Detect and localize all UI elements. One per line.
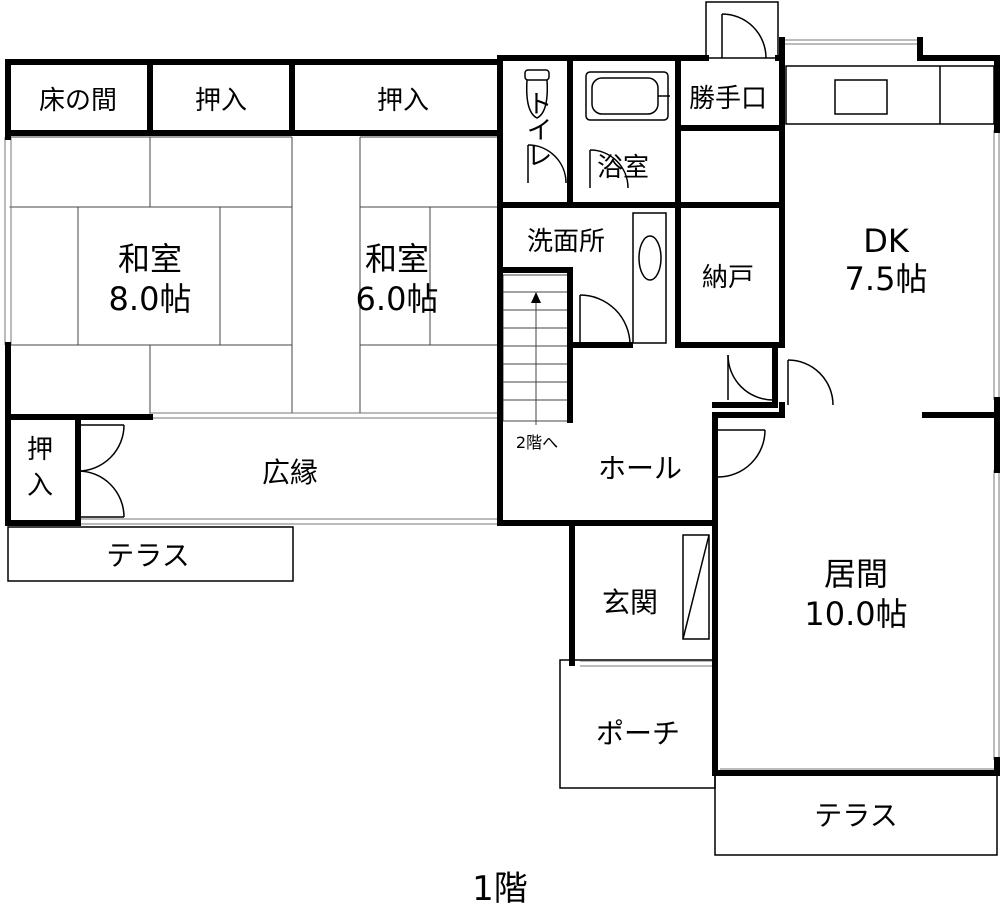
service-entry-step <box>705 1 779 59</box>
door-swings <box>77 13 834 518</box>
floor-label: 1階 <box>472 869 528 909</box>
label-oshiire-2: 押入 <box>377 86 429 116</box>
staircase <box>502 274 570 425</box>
label-oshiire-small-bottom: 入 <box>27 471 53 501</box>
label-tokonoma: 床の間 <box>39 86 117 116</box>
label-dk-size: 7.5帖 <box>845 260 928 298</box>
label-dk-name: DK <box>863 222 910 260</box>
kitchen-counter <box>785 65 995 125</box>
label-washitsu-6-name: 和室 <box>365 240 429 278</box>
label-washitsu-8-name: 和室 <box>118 240 182 278</box>
tatami-lines-8 <box>8 136 292 415</box>
label-hiroen: 広縁 <box>262 456 318 489</box>
label-oshiire-small-top: 押 <box>27 435 53 465</box>
label-service-door: 勝手口 <box>689 84 767 114</box>
terrace-left-outline <box>7 526 294 582</box>
shoe-cabinet <box>682 534 710 640</box>
label-living-name: 居間 <box>824 555 888 593</box>
label-hall: ホール <box>598 452 682 485</box>
label-bath: 浴室 <box>597 153 649 183</box>
label-terrace-left: テラス <box>106 539 189 572</box>
label-living-size: 10.0帖 <box>804 595 907 633</box>
washbasin-fixture <box>632 212 667 344</box>
label-stairs-note: 2階へ <box>516 433 558 452</box>
walls <box>5 37 1000 776</box>
label-washitsu-8-size: 8.0帖 <box>109 280 192 318</box>
label-oshiire-1: 押入 <box>195 86 247 116</box>
bathtub-fixture <box>585 71 670 121</box>
label-terrace-right: テラス <box>814 799 897 832</box>
label-genkan: 玄関 <box>602 586 658 619</box>
toilet-fixture <box>524 69 550 119</box>
label-toilet: トイレ <box>522 90 552 168</box>
label-porch: ポーチ <box>596 717 680 750</box>
tatami-lines-6 <box>291 136 500 415</box>
label-washitsu-6-size: 6.0帖 <box>356 280 439 318</box>
label-washroom: 洗面所 <box>527 227 605 257</box>
label-storage: 納戸 <box>702 263 754 293</box>
